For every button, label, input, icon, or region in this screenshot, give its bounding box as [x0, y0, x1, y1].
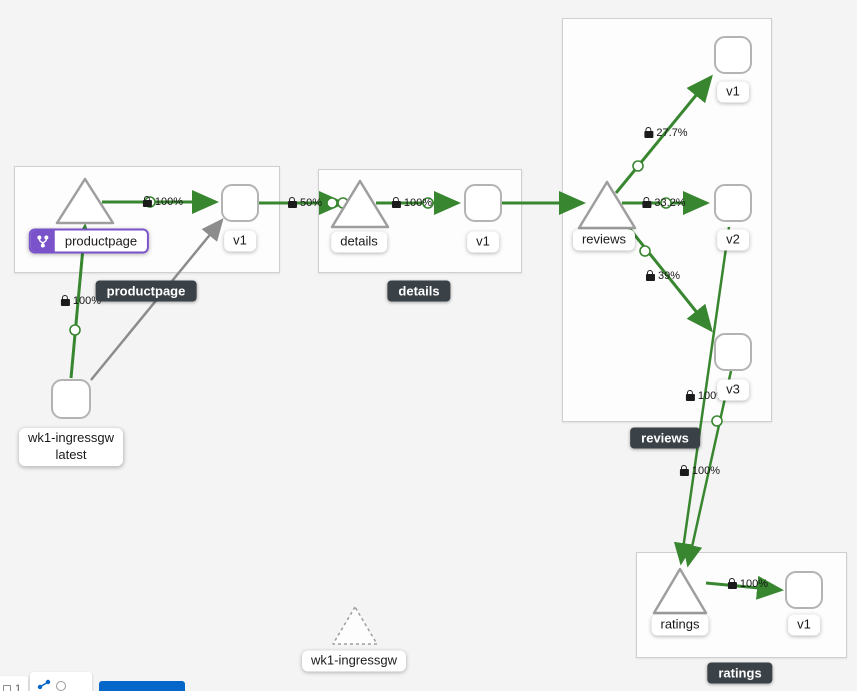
edge-reviews-v2-to-ratings[interactable]: [673, 226, 731, 566]
node-ingress-workload[interactable]: [51, 379, 91, 419]
legend-button[interactable]: [99, 681, 185, 691]
mtls-lock-icon: [727, 578, 737, 589]
toolbar-chip-1[interactable]: 1: [0, 676, 29, 691]
edge-label-productpage-v1-to-details: 50%: [287, 197, 322, 209]
node-productpage-v1[interactable]: [221, 184, 259, 222]
group-label-details[interactable]: details: [387, 280, 451, 302]
node-productpage-service[interactable]: [55, 177, 115, 225]
toolbar-chip-2[interactable]: [30, 672, 92, 691]
node-reviews-v2[interactable]: [714, 184, 752, 222]
node-label-reviews-v3[interactable]: v3: [717, 379, 749, 401]
node-count-icon: [3, 685, 11, 691]
edge-label-reviews-to-v3: 39%: [645, 270, 680, 282]
edge-label-productpage-to-v1: 100%: [142, 196, 183, 208]
mtls-lock-icon: [645, 270, 655, 281]
node-reviews-v3[interactable]: [714, 333, 752, 371]
node-label-ratings[interactable]: ratings: [651, 614, 709, 636]
node-reviews-v1[interactable]: [714, 36, 752, 74]
edge-reviews-to-v1[interactable]: [614, 74, 713, 194]
node-label-details-v1[interactable]: v1: [467, 231, 499, 253]
app-badge-icon: [30, 230, 55, 252]
node-label-productpage-app[interactable]: productpage: [28, 228, 150, 254]
edge-label-ratings-to-v1: 100%: [727, 578, 768, 590]
edge-label-reviews-to-v2: 33.2%: [642, 197, 686, 209]
toolbar-chip-1-count: 1: [15, 683, 22, 691]
edge-reviews-v3-to-ratings[interactable]: [682, 370, 733, 568]
graph-branch-icon: [37, 678, 52, 691]
node-label-productpage-text: productpage: [54, 230, 148, 252]
node-label-ingress-workload[interactable]: wk1-ingressgw latest: [19, 428, 123, 466]
node-label-details[interactable]: details: [331, 231, 387, 253]
mtls-lock-icon: [644, 127, 654, 138]
group-label-ratings[interactable]: ratings: [707, 662, 773, 684]
ingress-workload-name: wk1-ingressgw: [28, 430, 114, 446]
node-details-v1[interactable]: [464, 184, 502, 222]
node-label-reviews-v2[interactable]: v2: [717, 229, 749, 251]
edge-ratings-to-v1[interactable]: [705, 575, 784, 600]
edge-label-details-to-v1: 100%: [391, 197, 432, 209]
mtls-lock-icon: [391, 197, 401, 208]
group-label-productpage[interactable]: productpage: [95, 280, 197, 302]
node-label-idle-ingress[interactable]: wk1-ingressgw: [302, 650, 406, 672]
node-label-reviews[interactable]: reviews: [572, 229, 636, 251]
node-idle-ingress-service[interactable]: [332, 606, 378, 645]
mtls-lock-icon: [142, 196, 152, 207]
edge-label-ingress-to-productpage: 100%: [60, 295, 101, 307]
node-label-ratings-v1[interactable]: v1: [788, 614, 820, 636]
node-label-productpage-v1[interactable]: v1: [224, 230, 256, 252]
mtls-lock-icon: [679, 465, 689, 476]
mtls-lock-icon: [60, 295, 70, 306]
ingress-workload-version: latest: [55, 447, 87, 462]
node-details-service[interactable]: [330, 179, 390, 229]
group-label-reviews[interactable]: reviews: [630, 427, 700, 449]
node-label-reviews-v1[interactable]: v1: [717, 81, 749, 103]
circle-icon: [56, 681, 66, 691]
node-reviews-service[interactable]: [577, 180, 637, 230]
mtls-lock-icon: [642, 197, 652, 208]
mtls-lock-icon: [287, 197, 297, 208]
node-ratings-service[interactable]: [652, 567, 708, 615]
node-ratings-v1[interactable]: [785, 571, 823, 609]
edge-label-reviews-v2-to-ratings: 100%: [679, 465, 720, 477]
edge-label-reviews-to-v1: 27.7%: [644, 127, 688, 139]
mtls-lock-icon: [685, 390, 695, 401]
